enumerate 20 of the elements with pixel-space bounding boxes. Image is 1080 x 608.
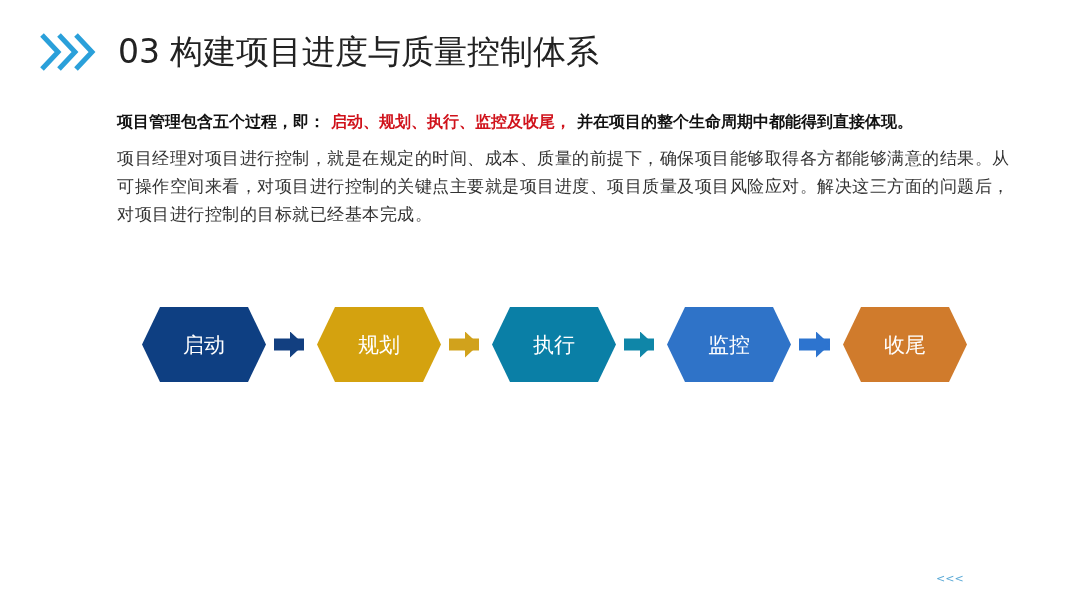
- step-label: 监控: [708, 331, 750, 359]
- hexagon-step: [142, 307, 266, 382]
- step-label: 规划: [358, 331, 400, 359]
- highlighted-phases: 启动、规划、执行、监控及收尾，: [331, 113, 571, 131]
- step-label: 执行: [533, 331, 575, 359]
- intro-text: 项目管理包含五个过程，即：: [117, 113, 325, 131]
- hexagon-step: [667, 307, 791, 382]
- title: 03 构建项目进度与质量控制体系: [118, 31, 600, 73]
- block-arrow: [624, 331, 654, 358]
- hexagon-step: [843, 307, 967, 382]
- hexagon-step: [492, 307, 616, 382]
- block-arrow: [799, 331, 830, 358]
- block-arrow: [449, 331, 479, 358]
- step-label: 启动: [183, 331, 225, 359]
- nav-text: <<<: [936, 572, 964, 585]
- paragraph: 项目经理对项目进行控制，就是在规定的时间、成本、质量的前提下，确保项目能够取得各方都能够满意的结果。从可操作空间来看，对项目进行控制的关键点主要就是项目进度、项目质量及项目风险应对。解决这三方面的问题后，对项目进行控制的目标就已经基本完成。: [117, 148, 1011, 226]
- step-label: 收尾: [884, 331, 926, 359]
- intro-text: 并在项目的整个生命周期中都能得到直接体现。: [577, 113, 913, 131]
- hexagon-step: [317, 307, 441, 382]
- block-arrow: [274, 331, 304, 358]
